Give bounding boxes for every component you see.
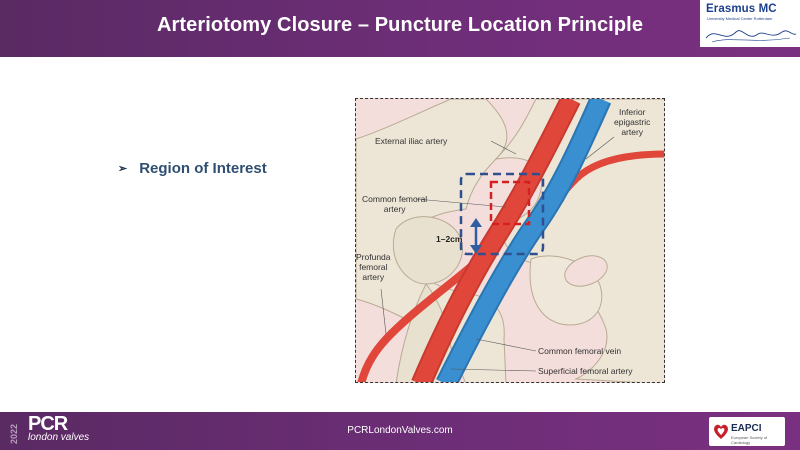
label-superficial-femoral-artery: Superficial femoral artery [538,366,633,376]
label-distance: 1–2cm [436,234,463,244]
label-profunda-femoral-artery: Profunda femoral artery [356,252,391,282]
erasmus-mc-name: Erasmus MC [706,3,777,15]
puncture-dashed-box [489,180,531,226]
eapci-subtitle: European Society of Cardiology [731,435,768,445]
femoral-anatomy-illustration [356,99,664,382]
pcr-logo: PCR [28,413,68,435]
footer-url[interactable]: PCRLondonValves.com [347,425,453,436]
bullet-arrow-icon: ➢ [118,163,128,175]
label-common-femoral-vein: Common femoral vein [538,346,622,356]
heart-icon [714,424,728,439]
bullet-text: Region of Interest [139,160,267,177]
erasmus-mc-logo: Erasmus MC University Medical Center Rot… [700,0,800,47]
anatomy-figure: External iliac artery Inferior epigastri… [355,98,665,383]
bullet-region-of-interest: ➢ Region of Interest [118,160,267,177]
erasmus-signature-icon [705,30,797,43]
distance-arrow-head-up [470,218,482,227]
label-external-iliac-artery: External iliac artery [375,136,448,146]
label-inferior-epigastric-artery: Inferior epigastric artery [614,107,651,137]
eapci-name: EAPCI [731,423,762,434]
eapci-logo: EAPCI European Society of Cardiology [709,417,785,446]
distance-arrow-head-down [470,245,482,254]
header-bar [0,0,800,57]
erasmus-mc-subtitle: University Medical Center Rotterdam [707,16,773,21]
pcr-logo-subtitle: london valves [28,432,90,443]
footer-bar [0,412,800,450]
label-common-femoral-artery: Common femoral artery [362,194,428,214]
slide-title: Arteriotomy Closure – Puncture Location … [156,14,644,36]
